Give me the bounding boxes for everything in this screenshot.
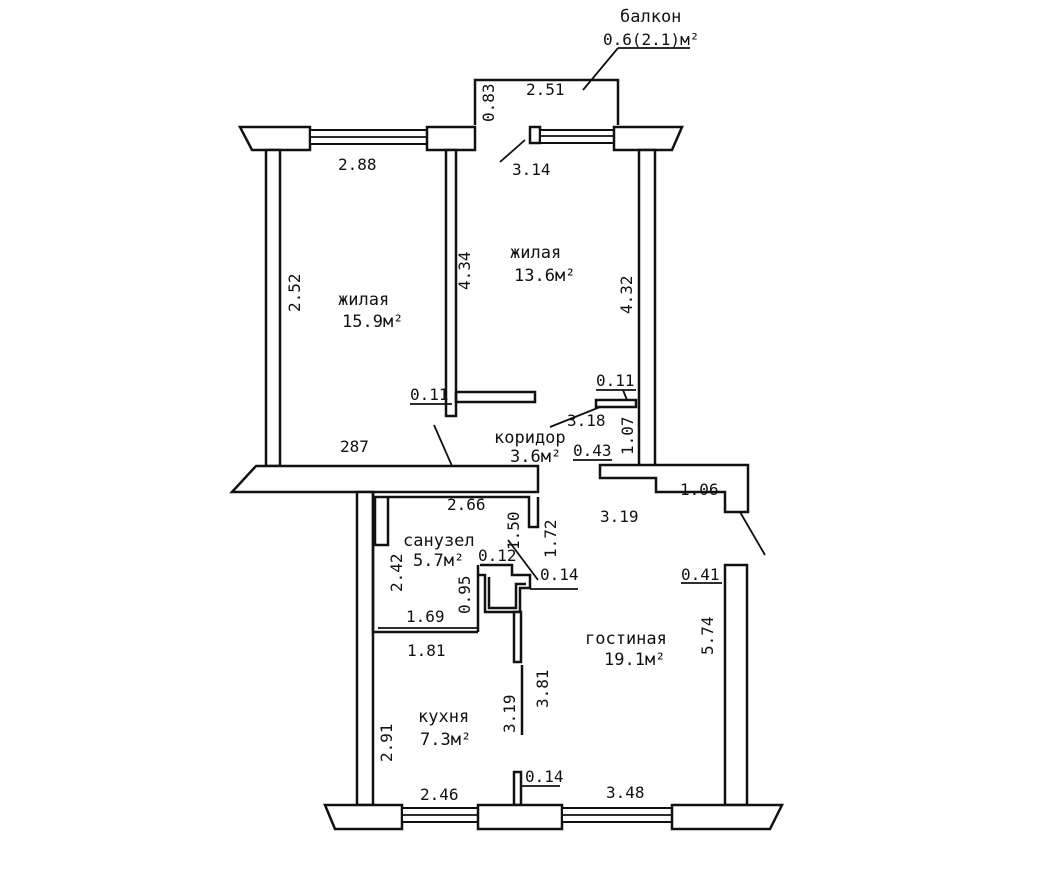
room-bathroom-area: 5.7м² [413,551,464,571]
dim-living-bottom: 3.48 [606,783,645,802]
room-kitchen-name: кухня [418,707,469,727]
dim-room1-top: 2.88 [338,155,377,174]
dim-living-wall: 0.41 [681,565,720,584]
dim-living-top: 3.19 [600,507,639,526]
dim-bath-side: 2.42 [387,553,406,592]
dim-kitchen-part-a: 3.81 [533,669,552,708]
room-corridor-name: коридор [494,428,566,448]
balcony: балкон 0.6(2.1)м² 2.51 0.83 [473,7,699,125]
top-wall [237,125,684,152]
balcony-area: 0.6(2.1)м² [603,30,699,49]
room-living-1-name: жилая [338,290,389,310]
door-balcony [499,139,526,163]
room-living-room-area: 19.1м² [604,650,665,670]
dim-balcony-depth: 0.83 [479,83,498,122]
dim-bath-door: 1.50 [504,511,523,550]
middle-wall [229,464,540,494]
room-kitchen-area: 7.3м² [420,730,471,750]
kitchen-walls [512,610,524,807]
dim-kitchen-bottom: 2.46 [420,785,459,804]
dim-corr-len: 3.18 [567,411,606,430]
dim-corr-step: 0.43 [573,441,612,460]
dim-room1-side: 2.52 [285,273,304,312]
room-living-1-area: 15.9м² [342,312,403,332]
dim-kitchen-wall: 0.14 [525,767,564,786]
dim-bath-inner: 0.95 [455,575,474,614]
dim-room2-right: 4.32 [617,275,636,314]
dim-living-step: 1.06 [680,480,719,499]
balcony-name: балкон [620,7,681,27]
room-living-2-name: жилая [510,243,561,263]
dim-bath-niche: 0.12 [478,546,517,565]
room-corridor-area: 3.6м² [510,447,561,467]
bathroom-walls [355,490,540,807]
living-room-walls [598,463,766,807]
dim-kitchen-side: 2.91 [377,723,396,762]
dim-bath-bottom: 1.69 [406,607,445,626]
dim-kitchen-top: 1.81 [407,641,446,660]
room-living-room-name: гостиная [585,629,667,649]
dim-room2-top: 3.14 [512,160,551,179]
dim-bath-top: 2.66 [447,495,486,514]
dim-corr-wall: 0.11 [596,371,635,390]
dim-bath-partition: 0.14 [540,565,579,584]
dim-kitchen-part-b: 3.19 [500,694,519,733]
dim-room2-left: 4.34 [455,251,474,290]
dim-living-right: 5.74 [698,616,717,655]
dim-balcony-width: 2.51 [526,80,565,99]
living-room-1-walls [264,148,537,468]
dim-room1-bottom: 287 [340,437,369,456]
room-living-2-area: 13.6м² [514,266,575,286]
dim-bath-right: 1.72 [541,519,560,558]
dim-corr-side: 1.07 [618,416,637,455]
bottom-wall [323,803,785,831]
room-bathroom-name: санузел [403,531,475,551]
dim-room1-wall: 0.11 [410,385,449,404]
